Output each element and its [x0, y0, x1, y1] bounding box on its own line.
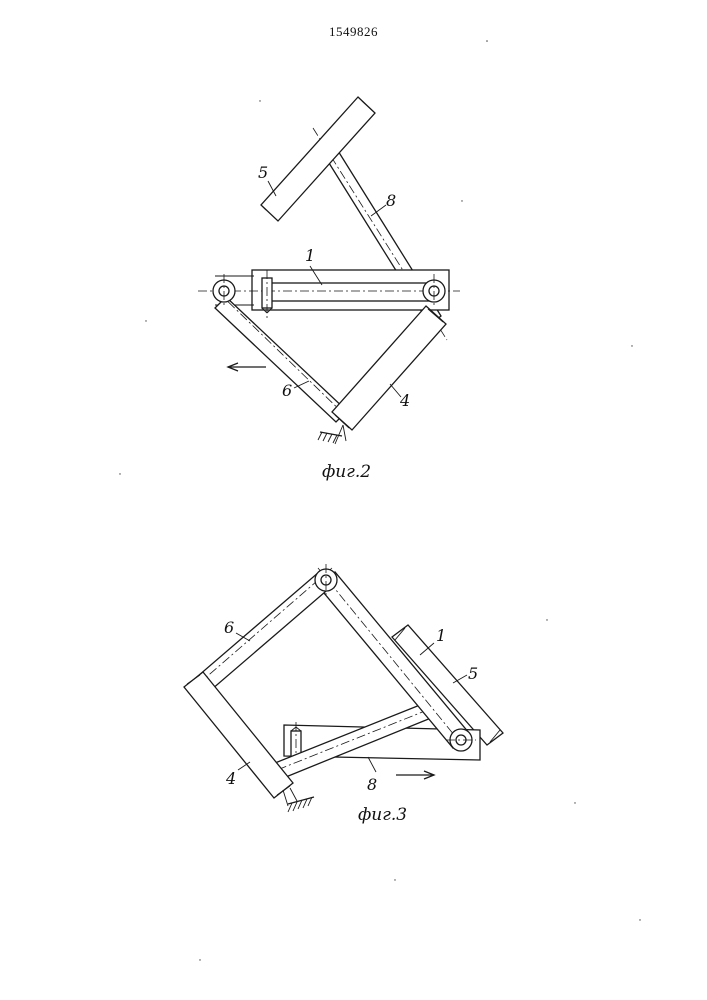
fig3-label-8: 8: [367, 775, 377, 794]
fig3-bar-4: [184, 672, 293, 798]
fig2-bar-4: [332, 306, 446, 430]
fig3-ground-support: [283, 788, 314, 812]
fig3-label-5: 5: [468, 664, 478, 683]
fig2-ground-support: [318, 425, 346, 444]
fig3-motion-arrow: [396, 771, 434, 779]
fig3-label-4: 4: [225, 769, 236, 788]
fig2-motion-arrow: [228, 363, 266, 371]
fig2-label-1: 1: [305, 246, 315, 265]
fig2-label-5: 5: [258, 163, 268, 182]
fig3-caption: фиг.3: [358, 805, 407, 825]
fig3-label-1: 1: [436, 626, 446, 645]
fig2-label-6: 6: [282, 381, 292, 400]
fig3-label-6: 6: [224, 618, 234, 637]
fig2-caption: фиг.2: [322, 462, 371, 482]
fig2-label-4: 4: [399, 391, 410, 410]
fig2-frame-1: [198, 270, 460, 310]
fig2-label-8: 8: [386, 191, 396, 210]
fig3-link-6: [188, 568, 332, 696]
figure-2: 5 8 1 6 4 фиг.2: [198, 97, 460, 482]
figure-3: 6 1 5 4 8 фиг.3: [184, 564, 503, 825]
